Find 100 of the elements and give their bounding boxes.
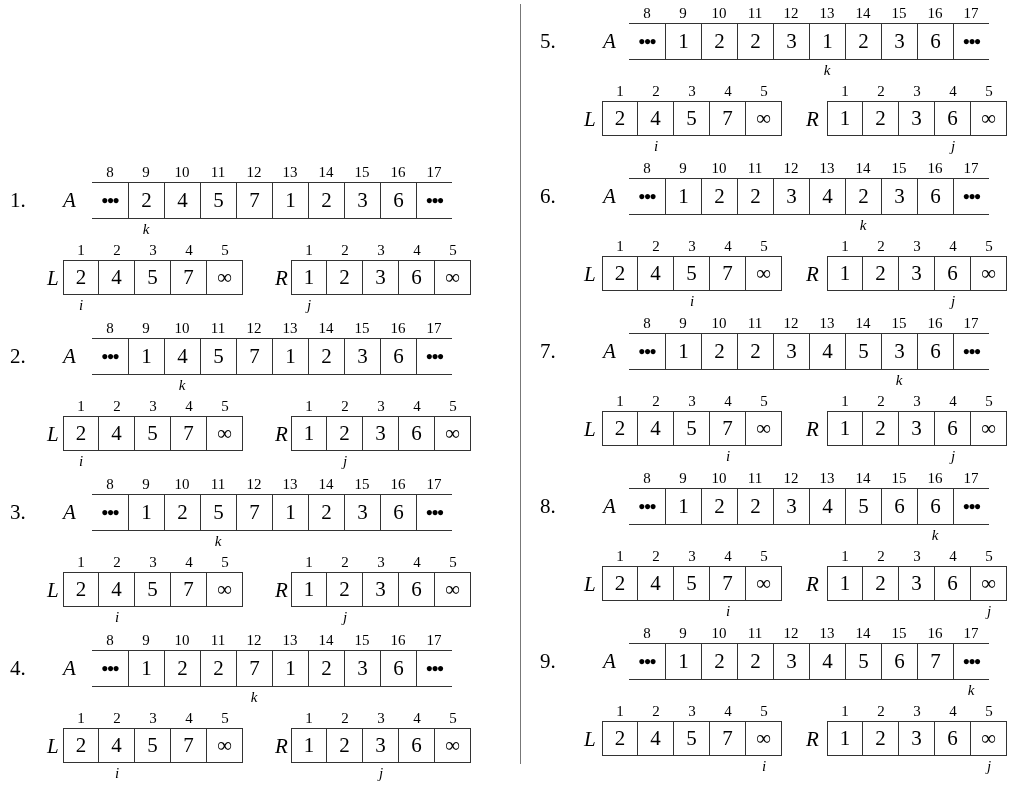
array-cell [710, 101, 746, 136]
array-cell [827, 256, 863, 291]
cell-value: 7 [249, 658, 260, 679]
array-name: R [275, 267, 288, 289]
index-number: 11 [746, 315, 764, 331]
array-cell [236, 494, 272, 531]
array-cell [809, 488, 845, 525]
index-number: 3 [376, 242, 386, 258]
cell-value: 6 [411, 579, 422, 600]
array-continuation [953, 488, 989, 525]
ellipsis: ••• [638, 342, 656, 361]
index-number: 2 [651, 83, 661, 99]
cell-value: 2 [875, 418, 886, 439]
cell-value: 2 [875, 263, 886, 284]
array-cell [971, 256, 1007, 291]
index-number: 9 [678, 315, 688, 331]
array-name: R [806, 108, 819, 130]
index-number: 11 [746, 470, 764, 486]
index-number: 5 [759, 238, 769, 254]
index-number: 17 [425, 476, 443, 492]
index-number: 5 [759, 393, 769, 409]
index-number: 5 [984, 548, 994, 564]
array-continuation [629, 643, 665, 680]
index-number: 15 [890, 470, 908, 486]
pointer-label: i [113, 765, 121, 781]
pointer-label: j [376, 765, 385, 781]
index-number: 15 [890, 315, 908, 331]
cell-value: 4 [111, 423, 122, 444]
array-cell [674, 256, 710, 291]
index-number: 4 [948, 238, 958, 254]
array-cell [863, 411, 899, 446]
index-number: 13 [818, 625, 836, 641]
array-cell [272, 338, 308, 375]
index-number: 13 [818, 5, 836, 21]
index-number: 3 [687, 548, 697, 564]
array-cell [899, 101, 935, 136]
cell-value: 1 [285, 190, 296, 211]
array-cell [917, 333, 953, 370]
array-cell [327, 416, 363, 451]
array-name: R [806, 728, 819, 750]
index-number: 17 [962, 625, 980, 641]
cell-value: 1 [303, 735, 315, 756]
array-cell [665, 643, 701, 680]
index-number: 2 [340, 398, 350, 414]
array-name: L [584, 263, 596, 285]
cell-value: 6 [411, 267, 422, 288]
array-name: R [275, 579, 288, 601]
array-cell [809, 333, 845, 370]
index-number: 10 [710, 160, 728, 176]
array-continuation [92, 338, 128, 375]
index-number: 2 [651, 393, 661, 409]
cell-value: ∞ [217, 267, 232, 288]
cell-value: 2 [614, 263, 626, 284]
cell-value: 5 [147, 267, 158, 288]
ellipsis: ••• [426, 659, 443, 678]
cell-value: 7 [249, 190, 260, 211]
array-cell [63, 728, 99, 763]
cell-value: 2 [750, 496, 761, 517]
index-number: 2 [112, 398, 122, 414]
ellipsis: ••• [963, 652, 980, 671]
array-cell [399, 416, 435, 451]
index-number: 15 [890, 5, 908, 21]
array-cell [710, 256, 746, 291]
array-cell [809, 23, 845, 60]
array-cell [773, 23, 809, 60]
array-cell [128, 494, 164, 531]
cell-value: ∞ [445, 579, 460, 600]
index-number: 8 [642, 470, 652, 486]
array-cell [899, 256, 935, 291]
cell-value: 2 [177, 502, 188, 523]
index-number: 9 [678, 5, 688, 21]
cell-value: 7 [183, 423, 194, 444]
array-cell [917, 178, 953, 215]
cell-value: 1 [285, 658, 296, 679]
index-number: 11 [746, 5, 764, 21]
pointer-label: i [77, 297, 85, 313]
cell-value: 2 [177, 658, 188, 679]
cell-value: 5 [686, 108, 697, 129]
array-cell [665, 333, 701, 370]
array-cell [63, 572, 99, 607]
array-cell [935, 101, 971, 136]
index-number: 5 [759, 83, 769, 99]
index-number: 4 [948, 393, 958, 409]
cell-value: 6 [393, 502, 404, 523]
cell-value: 5 [686, 418, 697, 439]
pointer-label: i [113, 609, 121, 625]
array-cell [917, 488, 953, 525]
array-cell [701, 643, 737, 680]
array-name: A [603, 650, 616, 672]
array-continuation [629, 333, 665, 370]
index-number: 1 [615, 238, 625, 254]
cell-value: 5 [213, 346, 224, 367]
step-number: 1. [10, 189, 26, 211]
cell-value: ∞ [445, 735, 460, 756]
cell-value: 6 [930, 186, 941, 207]
ellipsis: ••• [426, 191, 443, 210]
index-number: 10 [173, 320, 191, 336]
index-number: 16 [926, 160, 944, 176]
cell-value: 6 [894, 651, 905, 672]
index-number: 12 [782, 470, 800, 486]
